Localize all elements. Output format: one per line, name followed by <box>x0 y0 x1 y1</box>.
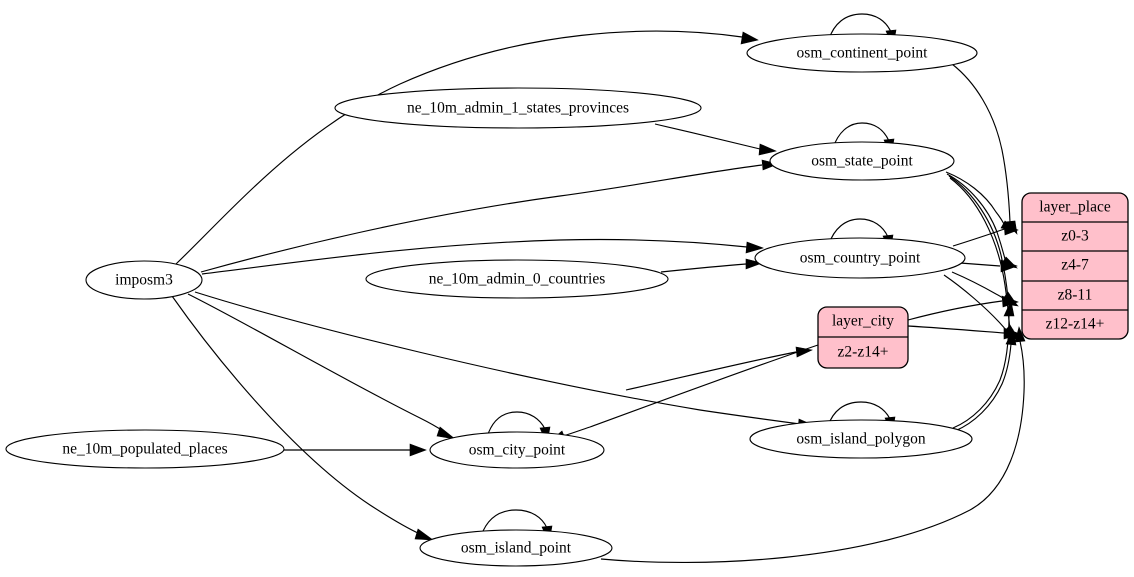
node-osm_state_point[interactable]: osm_state_point <box>769 141 955 181</box>
edge-osm_country_point-to-layer_place-z4-7[interactable] <box>959 259 1018 273</box>
edge-to-layer_city[interactable] <box>625 346 813 391</box>
edge-imposm3-to-osm_country_point[interactable] <box>201 238 764 275</box>
node-imposm3[interactable]: imposm3 <box>85 260 203 300</box>
node-ne_10m_populated_places[interactable]: ne_10m_populated_places <box>5 429 285 469</box>
edge-ne_states-to-osm_state_point[interactable] <box>654 123 777 156</box>
record-layer_city[interactable]: layer_city z2-z14+ <box>817 306 909 369</box>
edge-imposm3-to-osm_state_point[interactable] <box>200 159 779 273</box>
edge-imposm3-to-osm_island_polygon[interactable] <box>194 291 816 431</box>
node-layer: imposm3 ne_10m_admin_1_states_provinces … <box>5 33 978 567</box>
edge-ne_countries-to-osm_country_point[interactable] <box>660 258 764 273</box>
node-osm_island_polygon[interactable]: osm_island_polygon <box>749 419 973 459</box>
record-layer_place[interactable]: layer_place z0-3 z4-7 z8-11 z12-z14+ <box>1021 192 1129 340</box>
edge-osm_island_polygon-to-layer_place-z12-z14+[interactable] <box>954 329 1017 432</box>
edge-osm_country_point-to-layer_place-z0-3[interactable] <box>952 223 1019 247</box>
edge-imposm3-to-osm_island_point[interactable] <box>171 295 434 541</box>
node-osm_island_point[interactable]: osm_island_point <box>419 529 613 567</box>
node-ne_10m_admin_0_countries[interactable]: ne_10m_admin_0_countries <box>365 259 669 299</box>
node-ne_10m_admin_1_states_provinces[interactable]: ne_10m_admin_1_states_provinces <box>334 87 702 129</box>
edge-layer_city-to-layer_place-z12-z14+[interactable] <box>907 325 1021 340</box>
edge-imposm3-to-osm_continent_point[interactable] <box>175 30 759 265</box>
edge-layer_city-to-layer_place-z8-11[interactable] <box>907 295 1019 321</box>
node-osm_city_point[interactable]: osm_city_point <box>429 431 605 469</box>
edge-imposm3-to-osm_city_point[interactable] <box>187 293 457 440</box>
edge-osm_island_polygon-to-layer_place-z8-11[interactable] <box>952 300 1015 429</box>
node-osm_country_point[interactable]: osm_country_point <box>754 237 966 279</box>
edge-ne_populated-to-osm_city_point[interactable] <box>284 443 427 457</box>
edge-layer <box>171 13 1026 564</box>
node-osm_continent_point[interactable]: osm_continent_point <box>746 33 978 73</box>
